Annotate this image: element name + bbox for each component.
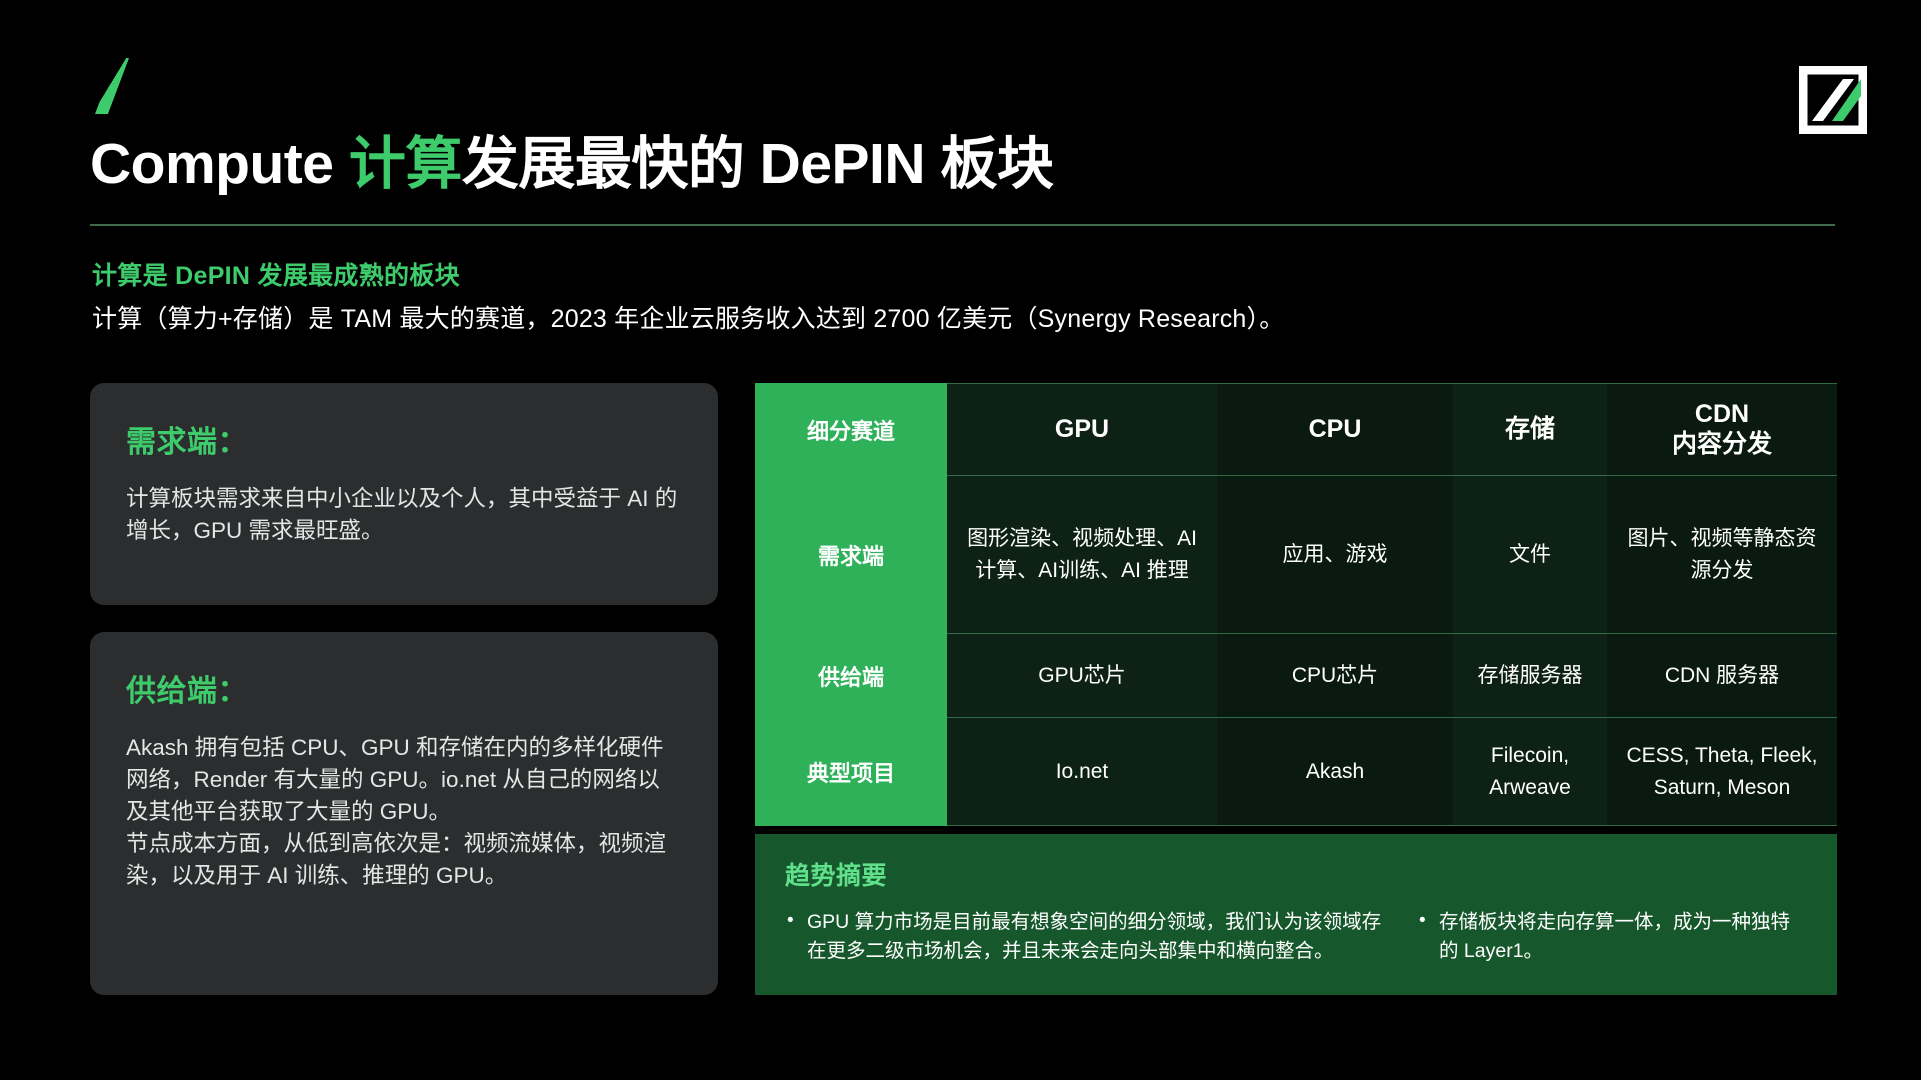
table-col-header-gpu: GPU: [947, 383, 1217, 476]
table-cell-projects-gpu: Io.net: [947, 717, 1217, 826]
card-demand-title: 需求端：: [126, 426, 248, 459]
list-item: 存储板块将走向存算一体，成为一种独特的 Layer1。: [1417, 907, 1807, 967]
card-demand: 需求端： 计算板块需求来自中小企业以及个人，其中受益于 AI 的增长，GPU 需…: [90, 383, 718, 605]
page-title-green: 计算: [333, 132, 463, 196]
table-cell-projects-cpu: Akash: [1217, 717, 1453, 826]
segment-comparison-table: 细分赛道 GPU CPU 存储 CDN 内容分发 需求端 图形渲染、视频处理、A…: [755, 383, 1837, 826]
table-col-header-cpu: CPU: [1217, 383, 1453, 476]
table-cell-demand-storage: 文件: [1453, 475, 1607, 634]
title-divider: [90, 224, 1835, 226]
table-cell-supply-storage: 存储服务器: [1453, 633, 1607, 718]
table-header-row: 细分赛道 GPU CPU 存储 CDN 内容分发: [755, 383, 1837, 476]
page-title: Compute 计算发展最快的 DePIN 板块: [90, 118, 1054, 200]
trend-summary-title: 趋势摘要: [785, 862, 888, 890]
card-supply-body: Akash 拥有包括 CPU、GPU 和存储在内的多样化硬件网络，Render …: [126, 735, 667, 888]
table-row-label-demand: 需求端: [755, 475, 947, 634]
table-row-label-projects: 典型项目: [755, 717, 947, 826]
list-item: GPU 算力市场是目前最有想象空间的细分领域，我们认为该领域存在更多二级市场机会…: [785, 907, 1387, 967]
page-title-en: Compute: [90, 132, 334, 196]
card-demand-body: 计算板块需求来自中小企业以及个人，其中受益于 AI 的增长，GPU 需求最旺盛。: [126, 486, 678, 543]
table-row: 典型项目 Io.net Akash Filecoin, Arweave CESS…: [755, 717, 1837, 826]
table-cell-supply-gpu: GPU芯片: [947, 633, 1217, 718]
table-col-header-storage: 存储: [1453, 383, 1607, 476]
table-cell-supply-cdn: CDN 服务器: [1607, 633, 1837, 718]
table-row: 需求端 图形渲染、视频处理、AI 计算、AI训练、AI 推理 应用、游戏 文件 …: [755, 475, 1837, 634]
table-cell-projects-storage: Filecoin, Arweave: [1453, 717, 1607, 826]
table-row-label-supply: 供给端: [755, 633, 947, 718]
trend-summary-column-right: 存储板块将走向存算一体，成为一种独特的 Layer1。: [1417, 907, 1807, 967]
table-cell-demand-cpu: 应用、游戏: [1217, 475, 1453, 634]
table-cell-projects-cdn: CESS, Theta, Fleek, Saturn, Meson: [1607, 717, 1837, 826]
card-supply: 供给端： Akash 拥有包括 CPU、GPU 和存储在内的多样化硬件网络，Re…: [90, 632, 718, 995]
page-title-white: 发展最快的 DePIN 板块: [461, 132, 1054, 196]
table-col-header-segment: 细分赛道: [755, 383, 947, 476]
table-cell-demand-cdn: 图片、视频等静态资源分发: [1607, 475, 1837, 634]
table-cell-supply-cpu: CPU芯片: [1217, 633, 1453, 718]
card-supply-title: 供给端：: [126, 675, 248, 708]
trend-summary-column-left: GPU 算力市场是目前最有想象空间的细分领域，我们认为该领域存在更多二级市场机会…: [785, 907, 1387, 967]
subtitle-white: 计算（算力+存储）是 TAM 最大的赛道，2023 年企业云服务收入达到 270…: [92, 305, 1285, 333]
trend-summary-columns: GPU 算力市场是目前最有想象空间的细分领域，我们认为该领域存在更多二级市场机会…: [785, 907, 1807, 967]
subtitle-green: 计算是 DePIN 发展最成熟的板块: [92, 262, 460, 290]
brand-logo-icon: [1799, 66, 1867, 134]
trend-summary-box: 趋势摘要 GPU 算力市场是目前最有想象空间的细分领域，我们认为该领域存在更多二…: [755, 834, 1837, 995]
table-cell-demand-gpu: 图形渲染、视频处理、AI 计算、AI训练、AI 推理: [947, 475, 1217, 634]
table-col-header-cdn: CDN 内容分发: [1607, 383, 1837, 476]
table-row: 供给端 GPU芯片 CPU芯片 存储服务器 CDN 服务器: [755, 633, 1837, 718]
accent-slash-icon: [95, 58, 129, 114]
